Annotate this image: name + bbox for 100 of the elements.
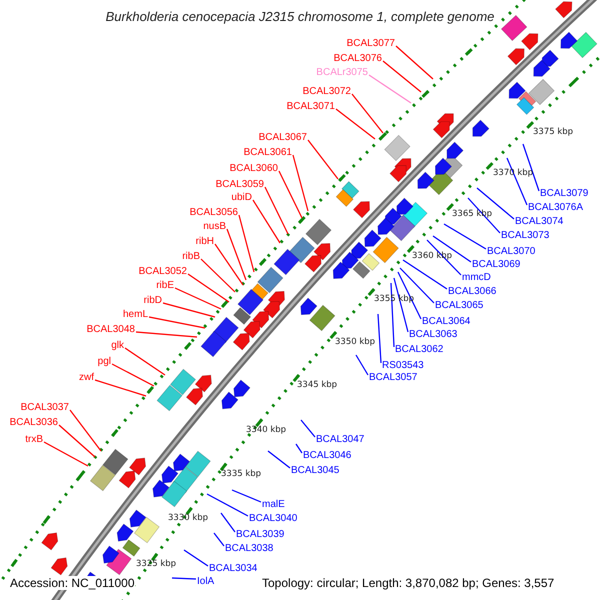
leader-line	[220, 512, 236, 532]
leader-line	[172, 577, 196, 580]
leader-line	[252, 200, 280, 244]
diagram-title: Burkholderia cenocepacia J2315 chromosome 1, complete genome	[104, 9, 496, 25]
leader-line	[444, 223, 486, 250]
leader-line	[522, 144, 540, 192]
leader-line	[368, 74, 412, 104]
gene-label: RS03543	[382, 360, 424, 372]
leader-line	[397, 272, 422, 320]
leader-line	[214, 532, 224, 546]
scale-label: 3335 kbp	[221, 469, 262, 479]
gene-label: BCAL3066	[448, 286, 496, 298]
leader-line	[278, 170, 303, 218]
gene-label: ribE	[156, 280, 174, 292]
gene-label: hemL	[122, 309, 148, 321]
gene-label: BCAL3076A	[528, 202, 584, 214]
leader-line	[148, 316, 206, 329]
scale-label: 3375 kbp	[533, 127, 574, 137]
leader-line	[124, 348, 166, 376]
gene-label: malE	[262, 499, 285, 511]
gene-label: mmcD	[462, 272, 491, 284]
leader-line	[232, 489, 262, 503]
leader-line	[184, 550, 208, 566]
scale-label: 3325 kbp	[136, 559, 176, 569]
gene-label: BCAL3064	[422, 316, 470, 328]
gene-label: BCAL3039	[236, 529, 284, 541]
gene-label: ubiD	[231, 192, 252, 204]
leader-line	[162, 302, 216, 318]
gene-label: BCAL3037	[20, 402, 69, 414]
gene-label: BCAL3048	[86, 324, 135, 336]
scale-label: 3345 kbp	[297, 380, 338, 390]
gene-label: ribH	[196, 236, 214, 248]
leader-line	[296, 444, 302, 454]
gene-label: BCAL3061	[244, 147, 292, 159]
leader-line	[377, 314, 382, 364]
leader-line	[44, 441, 88, 467]
leader-line	[264, 186, 289, 234]
gene-label: BCALr3075	[316, 67, 368, 79]
gene-label: BCAL3045	[291, 465, 340, 477]
leader-line	[390, 282, 395, 348]
gene-label: BCAL3038	[225, 543, 274, 555]
gene-label: zwf	[79, 372, 94, 384]
leader-line	[355, 354, 369, 376]
leader-line	[396, 46, 434, 80]
gene-label: BCAL3069	[472, 259, 520, 271]
gene-label: BCAL3063	[409, 329, 458, 341]
gene-label: pgl	[98, 356, 111, 368]
leader-line	[352, 94, 384, 134]
gene-label: BCAL3074	[515, 216, 564, 228]
gene-label: BCAL3062	[395, 344, 444, 356]
gene-label: BCAL3071	[286, 101, 335, 113]
gene-label: ribB	[182, 251, 200, 263]
footer-text: Topology: circular; Length: 3,870,082 bp; Genes: 3,557	[262, 576, 554, 590]
leader-line	[402, 260, 448, 290]
leader-line	[432, 236, 472, 262]
leader-line	[382, 60, 422, 92]
leader-line	[300, 420, 316, 438]
gene-label: BCAL3073	[501, 230, 550, 242]
gene-label: IolA	[197, 576, 214, 588]
leader-line	[476, 188, 514, 220]
leader-line	[268, 450, 290, 468]
leader-line	[70, 410, 102, 452]
scale-label: 3340 kbp	[246, 425, 286, 435]
gene-label: BCAL3060	[230, 163, 278, 175]
leader-line	[426, 240, 462, 276]
scale-label: 3330 kbp	[168, 513, 208, 523]
gene-label: BCAL3056	[190, 207, 238, 219]
gene-label: BCAL3065	[435, 300, 484, 312]
gene-label: BCAL3036	[10, 417, 58, 429]
gene-label: BCAL3070	[487, 246, 536, 258]
gene-label: BCAL3046	[303, 450, 352, 462]
leader-line	[94, 379, 146, 397]
leader-line	[206, 493, 248, 517]
footer-text: Accession: NC_011000	[10, 576, 135, 590]
gene-label: BCAL3052	[138, 266, 187, 278]
scale-label: 3350 kbp	[335, 337, 376, 347]
gene-label: BCAL3034	[209, 563, 258, 575]
gene-label: BCAL3077	[346, 38, 395, 50]
leader-line	[336, 108, 376, 140]
leader-line	[393, 278, 409, 332]
leader-line	[214, 244, 244, 286]
gene-label: BCAL3057	[369, 372, 418, 384]
leader-line	[400, 268, 434, 304]
gene-label: ribD	[144, 295, 162, 307]
leader-line	[238, 214, 255, 272]
gene-label: trxB	[25, 434, 43, 446]
leader-line	[308, 140, 338, 180]
gene-label: BCAL3076	[334, 53, 382, 65]
leader-line	[468, 198, 500, 234]
leader-line	[200, 258, 236, 292]
leader-line	[174, 287, 222, 310]
gene-label: BCAL3072	[302, 86, 351, 98]
gene-label: BCAL3047	[316, 434, 364, 446]
gene-label: glk	[111, 340, 124, 352]
gene-label: BCAL3059	[216, 179, 264, 191]
leader-line	[58, 424, 96, 458]
gene-label: BCAL3040	[249, 513, 298, 525]
leader-line	[188, 274, 230, 302]
leader-line	[112, 363, 154, 387]
leader-line	[136, 331, 198, 338]
